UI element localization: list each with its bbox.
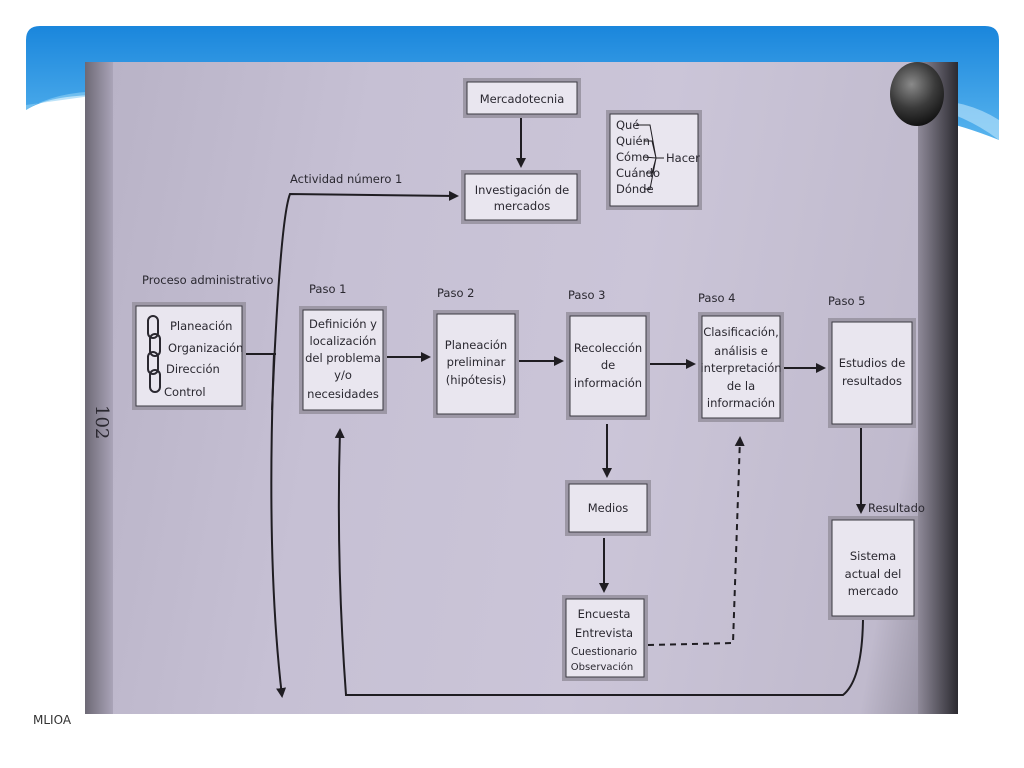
paso1-line: y/o xyxy=(334,368,352,382)
que-item: Cómo xyxy=(616,150,649,164)
page-number: 102 xyxy=(91,405,112,439)
paso4-line: de la xyxy=(727,379,755,393)
feedback-loop xyxy=(334,428,864,696)
paso3-line: de xyxy=(601,358,615,372)
paso1-line: necesidades xyxy=(307,387,379,401)
arrow-trunk-down xyxy=(270,353,287,698)
box-proceso-administrativo: Planeación Organización Dirección Contro… xyxy=(132,302,246,410)
binder-ring xyxy=(890,62,944,126)
bracket-lines xyxy=(636,124,664,190)
paso2-line: preliminar xyxy=(447,355,506,369)
label-proceso-administrativo: Proceso administrativo xyxy=(142,273,273,287)
box-investigacion-mercados: Investigación de mercados xyxy=(461,170,581,224)
que-item: Quién xyxy=(616,134,650,148)
box-sistema-actual: Sistema actual del mercado xyxy=(828,516,918,620)
paso3-line: Recolección xyxy=(574,341,642,355)
box-investigacion-line: Investigación de xyxy=(475,183,569,197)
proceso-item: Control xyxy=(164,385,206,399)
paso4-line: análisis e xyxy=(714,344,768,358)
encuesta-line: Encuesta xyxy=(578,607,631,621)
box-que-hacer: Qué Quién Cómo Cuándo Dónde Hacer xyxy=(606,110,702,210)
encuesta-line: Observación xyxy=(571,661,633,673)
paso1-line: del problema xyxy=(305,351,381,365)
label-paso-4: Paso 4 xyxy=(698,291,735,305)
paso1-line: localización xyxy=(310,334,377,348)
encuesta-line: Entrevista xyxy=(575,626,633,640)
encuesta-line: Cuestionario xyxy=(571,646,637,658)
proceso-item: Dirección xyxy=(166,362,220,376)
que-item: Cuándo xyxy=(616,166,660,180)
box-mercadotecnia: Mercadotecnia xyxy=(463,78,581,118)
footer-label: MLIOA xyxy=(33,713,72,727)
chain-icon xyxy=(147,315,161,393)
box-paso-3: Recolección de información xyxy=(566,312,650,420)
dashed-encuesta-to-paso4 xyxy=(647,436,745,646)
hacer-label: Hacer xyxy=(666,151,700,165)
paso4-line: Clasificación, xyxy=(703,325,779,339)
sistema-line: Sistema xyxy=(850,549,896,563)
paso4-line: interpretación xyxy=(700,361,781,375)
paso5-line: Estudios de xyxy=(839,356,906,370)
box-encuesta: Encuesta Entrevista Cuestionario Observa… xyxy=(562,595,648,681)
que-item: Dónde xyxy=(616,182,654,196)
box-mercadotecnia-line: Mercadotecnia xyxy=(480,92,565,106)
label-resultado: Resultado xyxy=(868,501,925,515)
box-paso-2: Planeación preliminar (hipótesis) xyxy=(433,310,519,418)
paso2-line: Planeación xyxy=(445,338,507,352)
medios-line: Medios xyxy=(588,501,629,515)
que-item: Qué xyxy=(616,118,639,132)
proceso-item: Organización xyxy=(168,341,243,355)
box-paso-4: Clasificación, análisis e interpretación… xyxy=(698,312,784,422)
paso4-line: información xyxy=(707,396,775,410)
box-medios: Medios xyxy=(565,480,651,536)
page-binding-shadow xyxy=(85,62,113,714)
box-paso-1: Definición y localización del problema y… xyxy=(299,306,387,414)
paso5-line: resultados xyxy=(842,374,902,388)
paso2-line: (hipótesis) xyxy=(446,373,507,387)
proceso-item: Planeación xyxy=(170,319,232,333)
page-edge-shadow xyxy=(918,62,958,714)
paso3-line: información xyxy=(574,376,642,390)
label-paso-5: Paso 5 xyxy=(828,294,865,308)
label-actividad: Actividad número 1 xyxy=(290,172,402,186)
sistema-line: mercado xyxy=(848,584,898,598)
paso1-line: Definición y xyxy=(309,317,377,331)
label-paso-3: Paso 3 xyxy=(568,288,605,302)
sistema-line: actual del xyxy=(845,567,902,581)
box-investigacion-line: mercados xyxy=(494,199,550,213)
label-paso-1: Paso 1 xyxy=(309,282,346,296)
label-paso-2: Paso 2 xyxy=(437,286,474,300)
box-paso-5: Estudios de resultados xyxy=(828,318,916,428)
